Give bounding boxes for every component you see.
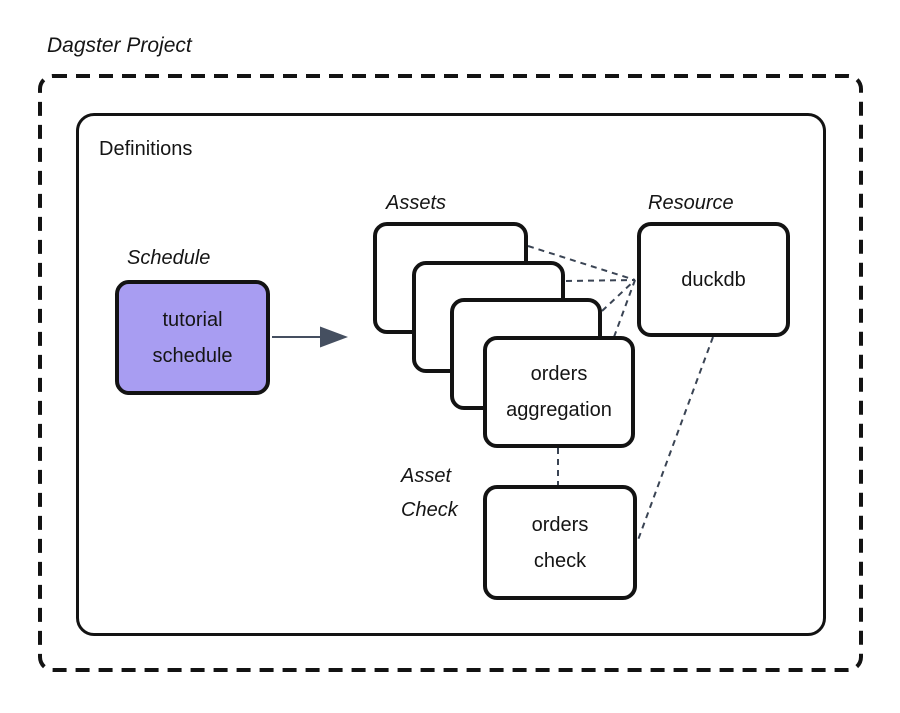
definitions-label: Definitions <box>99 138 193 160</box>
asset-node-orders-aggregation: orders aggregation <box>483 336 635 448</box>
diagram-title: Dagster Project <box>47 34 192 57</box>
schedule-node-tutorial-schedule: tutorial schedule <box>115 280 270 395</box>
resource-label: Resource <box>648 192 734 214</box>
asset-check-node-orders-check: orders check <box>483 485 637 600</box>
schedule-label: Schedule <box>127 247 211 269</box>
asset-check-label: Asset Check <box>401 465 458 521</box>
resource-node-duckdb: duckdb <box>637 222 790 337</box>
assets-label: Assets <box>386 192 447 214</box>
